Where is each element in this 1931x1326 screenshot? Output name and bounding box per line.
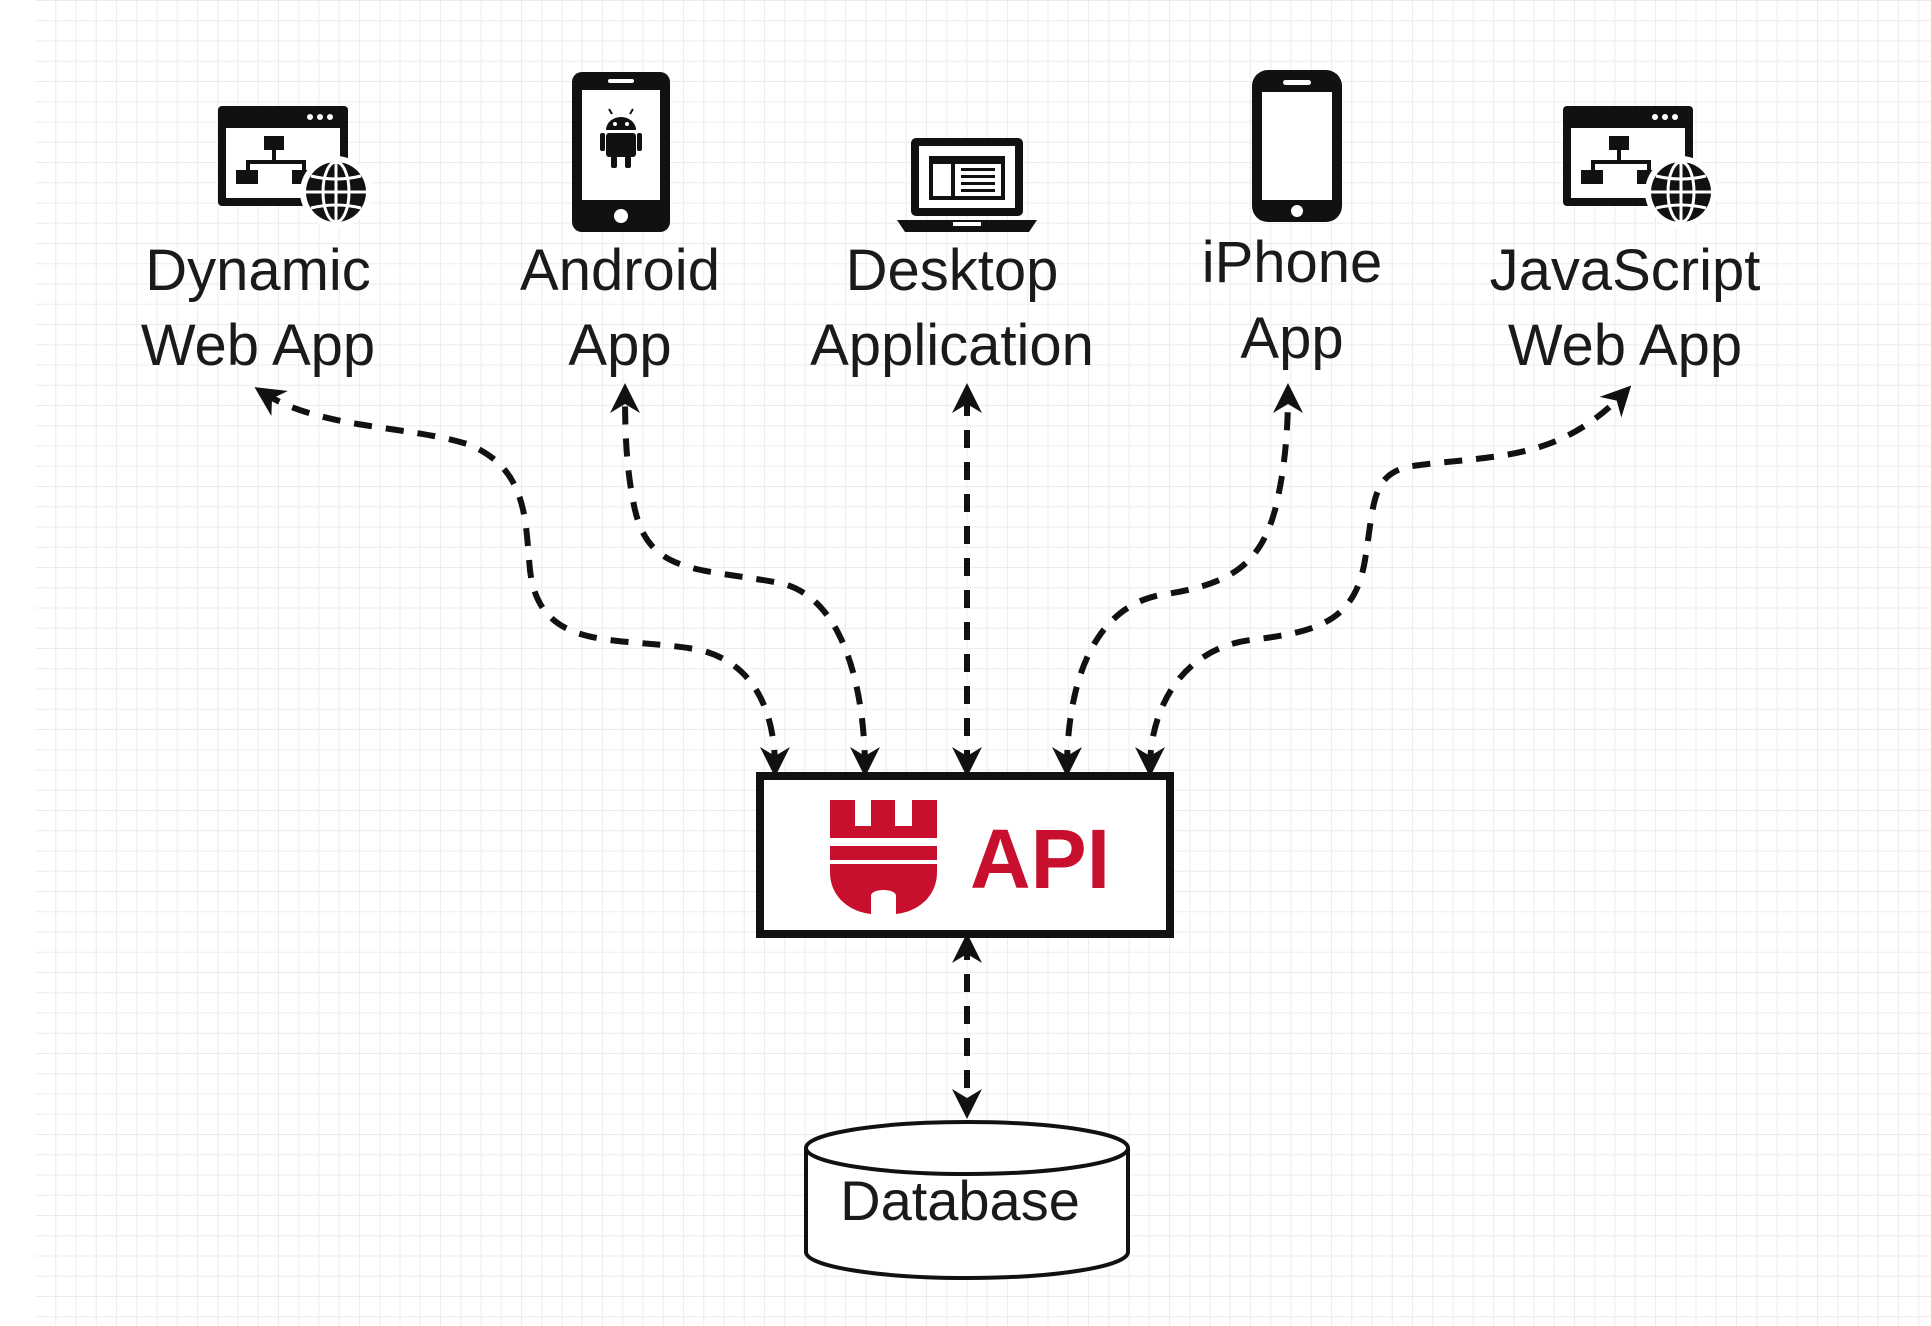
node-javascript-web-app[interactable]: JavaScript Web App bbox=[1490, 106, 1761, 378]
database-node[interactable]: Database bbox=[804, 1120, 1130, 1280]
node-label-line2: Application bbox=[810, 313, 1094, 378]
node-label-line1: iPhone bbox=[1202, 230, 1383, 295]
edge-api-iphone-app[interactable] bbox=[1052, 383, 1303, 777]
node-label-line2: App bbox=[1240, 306, 1343, 371]
node-iphone-app[interactable]: iPhone App bbox=[1202, 70, 1383, 371]
node-android-app[interactable]: Android App bbox=[520, 72, 720, 378]
api-node[interactable]: API bbox=[756, 772, 1174, 938]
node-label-line2: App bbox=[568, 313, 671, 378]
node-label-line2: Web App bbox=[1508, 313, 1742, 378]
edge-api-javascript-web-app[interactable] bbox=[1135, 385, 1632, 777]
node-label-line1: JavaScript bbox=[1490, 238, 1761, 303]
node-label-line2: Web App bbox=[141, 313, 375, 378]
laptop-icon bbox=[897, 138, 1037, 232]
api-box bbox=[756, 772, 1174, 938]
node-label-line1: Dynamic bbox=[145, 238, 371, 303]
web-app-network-icon bbox=[1563, 106, 1717, 228]
android-phone-icon bbox=[572, 72, 670, 232]
wurth-logo bbox=[830, 800, 937, 914]
database-label: Database bbox=[840, 1169, 1080, 1232]
node-desktop-application[interactable]: Desktop Application bbox=[810, 138, 1094, 378]
edge-api-android-app[interactable] bbox=[610, 383, 880, 777]
edge-api-dynamic-web-app[interactable] bbox=[254, 387, 790, 777]
api-label: API bbox=[970, 812, 1110, 906]
database-cylinder bbox=[804, 1120, 1130, 1280]
web-app-network-icon bbox=[218, 106, 372, 228]
node-label-line1: Desktop bbox=[846, 238, 1059, 303]
node-label-line1: Android bbox=[520, 238, 720, 303]
edges bbox=[254, 383, 1632, 1119]
iphone-icon bbox=[1252, 70, 1342, 222]
node-dynamic-web-app[interactable]: Dynamic Web App bbox=[141, 106, 375, 378]
